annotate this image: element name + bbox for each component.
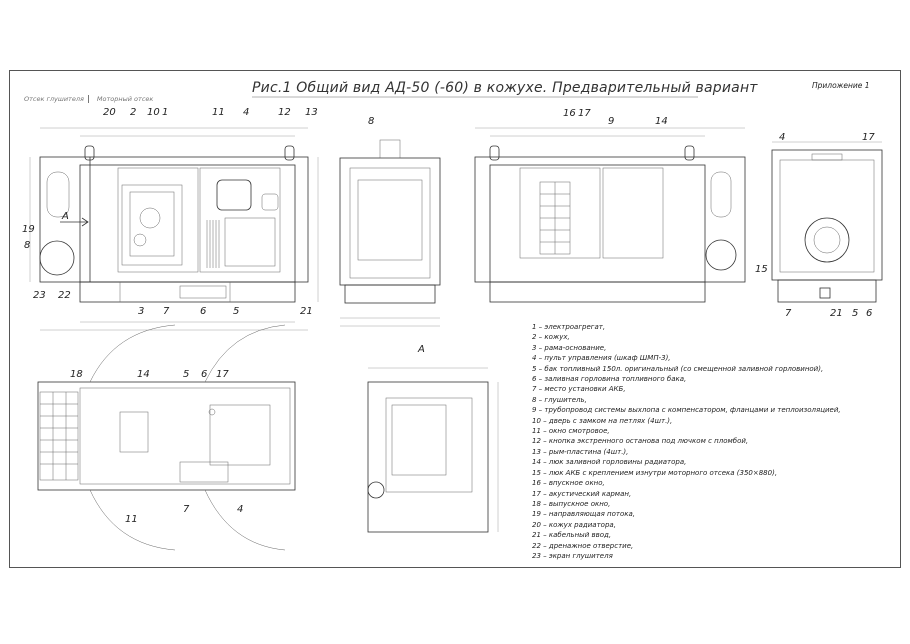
drawing-frame	[9, 70, 901, 568]
callout-13: 13	[305, 107, 318, 118]
top-view: 18 14 5 6 17 11 7 4	[37, 324, 296, 551]
callout-12: 12	[278, 107, 291, 118]
legend-list: 1 – электроагрегат, 2 – кожух, 3 – рама-…	[532, 322, 841, 561]
side-view: 4 17 15 7 21 5 6	[755, 132, 883, 319]
top-callout-6: 6	[201, 369, 207, 380]
legend-item-14: 14 – люк заливной горловины радиатора,	[532, 458, 687, 467]
rear-callout-14: 14	[655, 116, 668, 127]
rear-view: 16 17 9 14	[474, 108, 746, 303]
drawing-title: Рис.1 Общий вид АД-50 (-60) в кожухе. Пр…	[252, 80, 758, 96]
legend-item-21: 21 – кабельный ввод,	[532, 531, 612, 540]
section-a-view: А	[367, 344, 499, 533]
top-callout-5: 5	[183, 369, 189, 380]
end-view: 8	[339, 116, 441, 327]
intake-grille	[539, 181, 571, 255]
top-callout-7: 7	[183, 504, 190, 515]
legend-item-2: 2 – кожух,	[532, 333, 570, 342]
legend-item-5: 5 – бак топливный 150л. оригинальный (со…	[532, 364, 824, 373]
legend-item-12: 12 – кнопка экстренного останова под люч…	[532, 437, 749, 446]
side-callout-4: 4	[779, 132, 785, 143]
legend-item-22: 22 – дренажное отверстие,	[532, 541, 634, 550]
rear-callout-9: 9	[608, 116, 614, 127]
legend-item-19: 19 – направляющая потока,	[532, 510, 636, 519]
callout-11: 11	[212, 107, 225, 118]
appendix-label: Приложение 1	[812, 81, 870, 90]
callout-2: 2	[130, 107, 136, 118]
section-labels: Отсек глушителя Моторный отсек	[22, 95, 155, 103]
callout-19: 19	[22, 224, 35, 235]
side-callout-21: 21	[830, 308, 843, 319]
exhaust-grille	[39, 391, 79, 481]
legend-item-18: 18 – выпускное окно,	[532, 499, 611, 508]
callout-10: 10	[147, 107, 160, 118]
legend-item-20: 20 – кожух радиатора,	[532, 520, 616, 529]
side-callout-6: 6	[866, 308, 872, 319]
front-view: А	[29, 127, 319, 331]
view-arrow-a-label: А	[61, 211, 69, 222]
callout-4: 4	[243, 107, 249, 118]
rear-callout-16: 16	[563, 108, 576, 119]
callout-23: 23	[33, 290, 46, 301]
legend-item-4: 4 – пульт управления (шкаф ШМП-3),	[532, 354, 671, 363]
legend-item-8: 8 – глушитель,	[532, 395, 587, 404]
legend-item-1: 1 – электроагрегат,	[532, 323, 606, 331]
callout-5: 5	[233, 306, 239, 317]
legend-item-7: 7 – место установки АКБ,	[532, 385, 626, 394]
side-callout-7: 7	[785, 308, 792, 319]
side-callout-15: 15	[755, 264, 768, 275]
legend-item-3: 3 – рама-основание,	[532, 343, 607, 352]
callout-8: 8	[24, 240, 30, 251]
legend-item-9: 9 – трубопровод системы выхлопа с компен…	[532, 406, 841, 415]
callout-7: 7	[163, 306, 170, 317]
engine-compartment-label: Моторный отсек	[96, 95, 154, 103]
callout-22: 22	[58, 290, 71, 301]
side-callout-17: 17	[862, 132, 875, 143]
legend-item-13: 13 – рым-пластина (4шт.),	[532, 447, 629, 456]
legend-item-16: 16 – впускное окно,	[532, 479, 605, 488]
legend-item-15: 15 – люк АКБ с креплением изнутри моторн…	[532, 468, 778, 477]
callout-1: 1	[162, 107, 168, 118]
muffler-compartment-label: Отсек глушителя	[24, 95, 84, 103]
front-callouts: 20 2 10 1 11 4 12 13 19 8 23 22 3 7 6 5 …	[22, 107, 318, 317]
callout-21: 21	[300, 306, 313, 317]
top-callout-18: 18	[70, 369, 83, 380]
callout-3: 3	[138, 306, 144, 317]
legend-item-23: 23 – экран глушителя	[532, 551, 613, 560]
top-callout-4: 4	[237, 504, 243, 515]
callout-6: 6	[200, 306, 206, 317]
callout-20: 20	[103, 107, 116, 118]
top-callout-14: 14	[137, 369, 150, 380]
legend-item-10: 10 – дверь с замком на петлях (4шт.),	[532, 416, 673, 425]
section-a-title: А	[417, 344, 425, 355]
side-callout-5: 5	[852, 308, 858, 319]
top-callout-11: 11	[125, 514, 138, 525]
legend-item-11: 11 – окно смотровое,	[532, 427, 610, 436]
rear-callout-17: 17	[578, 108, 591, 119]
legend-item-6: 6 – заливная горловина топливного бака,	[532, 375, 687, 384]
top-callout-17: 17	[216, 369, 229, 380]
end-callout-8: 8	[368, 116, 374, 127]
legend-item-17: 17 – акустический карман,	[532, 489, 632, 498]
